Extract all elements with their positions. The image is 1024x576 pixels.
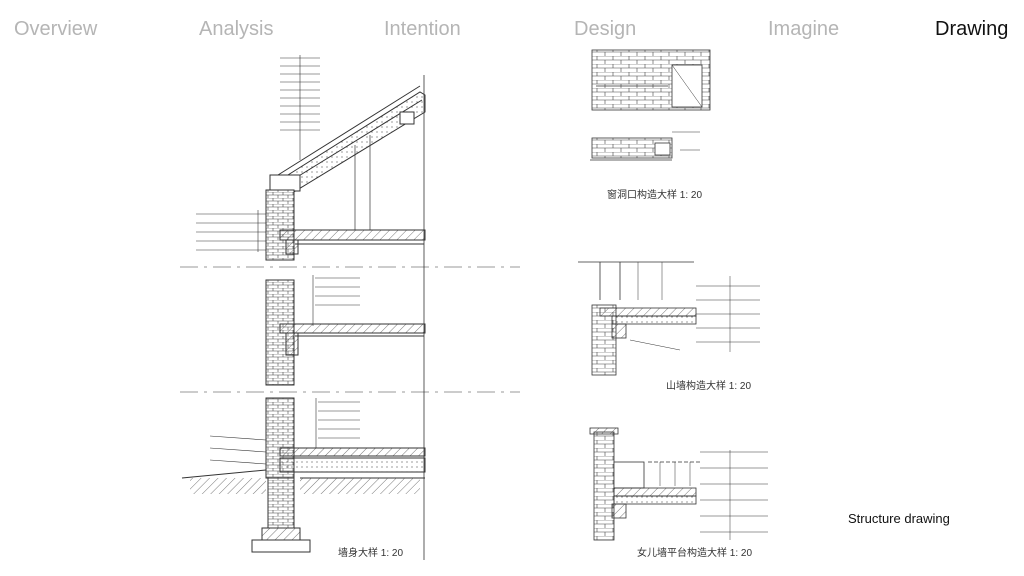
wall-section-drawing: 墙身大样 1: 20 <box>180 55 520 560</box>
roof-detail <box>269 75 426 560</box>
floor-slab-upper <box>265 189 426 261</box>
nav-tab-design[interactable]: Design <box>574 18 637 40</box>
drawing-caption: Structure drawing <box>848 511 950 526</box>
gable-detail-drawing: 山墙构造大样 1: 20 <box>578 261 760 392</box>
nav-tab-imagine[interactable]: Imagine <box>768 18 840 40</box>
top-navigation: Overview Analysis Intention Design Imagi… <box>0 18 1024 48</box>
nav-tab-analysis[interactable]: Analysis <box>199 18 274 40</box>
parapet-detail-title: 女儿墙平台构造大样 1: 20 <box>637 546 752 559</box>
window-detail-drawing: 窗洞口构造大样 1: 20 <box>590 49 711 201</box>
section-drawing-title: 墙身大样 1: 20 <box>338 546 403 559</box>
floor-slab-middle <box>265 279 426 386</box>
window-detail-title: 窗洞口构造大样 1: 20 <box>607 188 702 201</box>
parapet-detail-drawing: 女儿墙平台构造大样 1: 20 <box>589 427 768 559</box>
callout-leaders <box>196 55 360 465</box>
nav-tab-drawing[interactable]: Drawing <box>935 18 1009 40</box>
nav-tab-intention[interactable]: Intention <box>384 18 461 40</box>
gable-detail-title: 山墙构造大样 1: 20 <box>666 379 751 392</box>
ground-floor-detail <box>181 397 426 553</box>
nav-tab-overview[interactable]: Overview <box>14 18 98 40</box>
